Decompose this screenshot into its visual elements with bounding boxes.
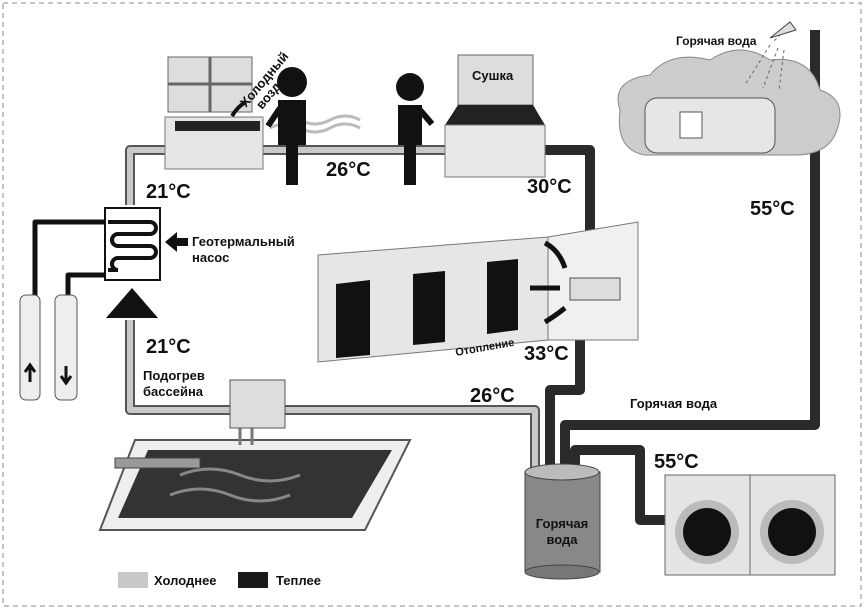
temp-26-pool: 26°C bbox=[470, 385, 515, 407]
people-icons bbox=[265, 67, 435, 185]
legend-label-warm: Теплее bbox=[276, 573, 321, 588]
dryer bbox=[444, 54, 546, 178]
air-arrow-icon bbox=[230, 100, 247, 118]
bathtub-scene bbox=[617, 21, 841, 156]
temp-21-top: 21°C bbox=[146, 181, 191, 203]
left-arrow-icon bbox=[165, 232, 188, 252]
pool-heater bbox=[229, 379, 286, 429]
cold-pipes bbox=[125, 145, 540, 468]
shower-hot-water-label: Горячая вода bbox=[676, 34, 757, 48]
shower-head-icon bbox=[769, 21, 797, 39]
pool-heating-label-2: бассейна bbox=[143, 384, 204, 399]
pool bbox=[98, 379, 412, 531]
tank-label-2: вода bbox=[546, 532, 578, 547]
temp-30: 30°C bbox=[527, 176, 572, 198]
temp-26-room: 26°C bbox=[326, 159, 371, 181]
house-walls bbox=[317, 221, 639, 363]
pump-triangle-icon bbox=[106, 288, 158, 318]
heat-arrows-icon bbox=[530, 240, 568, 325]
pump-label-2: насос bbox=[192, 250, 229, 265]
pump-label-1: Геотермальный bbox=[192, 234, 295, 249]
temp-21-bottom: 21°C bbox=[146, 336, 191, 358]
tank-label-1: Горячая bbox=[536, 516, 588, 531]
temp-55-bath: 55°C bbox=[750, 198, 795, 220]
down-arrow-icon bbox=[59, 366, 73, 386]
legend-swatch-cold bbox=[118, 572, 148, 588]
up-arrow-icon bbox=[23, 362, 37, 382]
legend-label-cold: Холоднее bbox=[154, 573, 217, 588]
diving-board bbox=[114, 457, 201, 469]
radiator-icon bbox=[569, 277, 621, 301]
ground-wells bbox=[19, 294, 78, 401]
air-conditioner bbox=[164, 56, 361, 170]
pool-heating-label-1: Подогрев bbox=[143, 368, 205, 383]
washing-machines bbox=[664, 474, 836, 576]
dryer-label: Сушка bbox=[472, 68, 514, 83]
shower-water bbox=[744, 29, 786, 91]
legend: Холоднее Теплее bbox=[118, 572, 321, 588]
legend-swatch-warm bbox=[238, 572, 268, 588]
hot-water-pipe-label: Горячая вода bbox=[630, 396, 718, 411]
temp-33: 33°C bbox=[524, 343, 569, 365]
geothermal-pump bbox=[104, 207, 188, 318]
hot-water-tank bbox=[524, 463, 601, 580]
temp-55-washer: 55°C bbox=[654, 451, 699, 473]
